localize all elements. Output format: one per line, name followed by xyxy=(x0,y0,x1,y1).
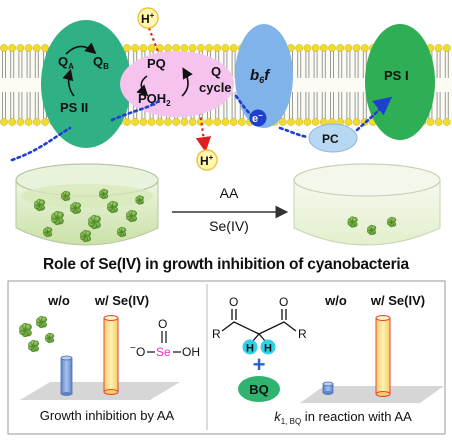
svg-text:O: O xyxy=(136,345,145,359)
right-w-label: w/ Se(IV) xyxy=(370,293,425,308)
svg-text:H+: H+ xyxy=(141,11,155,26)
cytochrome-b6f: b6f xyxy=(235,24,293,128)
svg-text:O: O xyxy=(158,317,167,331)
qa-to-qb-arrow xyxy=(65,42,97,55)
q-cycle-label: Q xyxy=(211,64,221,79)
svg-text:H+: H+ xyxy=(200,153,214,168)
reagent-aa-label: AA xyxy=(220,185,239,201)
svg-text:QA: QA xyxy=(58,54,74,71)
right-panel: O O R R H H + BQ w/o w/ Se(IV) k1, xyxy=(212,293,444,426)
photosystem-ii: QA QB PS II xyxy=(41,20,131,148)
pq-label: PQ xyxy=(147,56,166,71)
svg-text:O: O xyxy=(279,295,288,309)
electron-badge: e− xyxy=(249,109,267,127)
selenite-structure: − O Se O OH xyxy=(130,317,200,359)
svg-text:OH: OH xyxy=(182,345,200,359)
cycle-label: cycle xyxy=(199,80,232,95)
svg-text:QB: QB xyxy=(93,54,109,71)
left-panel: w/o w/ Se(IV) − O Se O OH Growth xyxy=(19,293,200,423)
svg-text:H: H xyxy=(264,343,272,355)
right-floor xyxy=(300,386,444,403)
right-blue-bar xyxy=(322,381,334,395)
svg-text:b6f: b6f xyxy=(250,67,271,85)
left-blue-bar xyxy=(60,355,73,396)
dish-left xyxy=(15,163,159,246)
reaction-arrow: AA Se(IV) xyxy=(172,185,289,234)
svg-text:−: − xyxy=(130,343,136,354)
ps1-label: PS I xyxy=(384,68,409,83)
svg-text:H: H xyxy=(246,343,254,355)
reagent-se-label: Se(IV) xyxy=(209,218,249,234)
svg-text:R: R xyxy=(212,327,221,341)
pq-cycle-arrow-left xyxy=(136,75,149,97)
bottom-panel-frame xyxy=(7,280,446,435)
left-floor xyxy=(20,382,180,400)
svg-text:O: O xyxy=(229,295,238,309)
svg-text:BQ: BQ xyxy=(249,382,269,397)
dish-right xyxy=(293,163,441,246)
pc-label: PC xyxy=(322,132,339,146)
left-caption: Growth inhibition by AA xyxy=(40,408,175,423)
right-caption: k1, BQ in reaction with AA xyxy=(274,409,412,426)
hydrogen-atom-right: H xyxy=(260,339,276,355)
left-yellow-bar xyxy=(103,315,119,395)
bq-badge: BQ xyxy=(238,376,280,402)
proton-bottom: H+ xyxy=(196,149,218,171)
figure-title: Role of Se(IV) in growth inhibition of c… xyxy=(43,256,409,273)
photosystem-i: PS I xyxy=(365,24,435,140)
plus-sign: + xyxy=(253,352,266,377)
ps2-to-qa-arrow xyxy=(62,68,75,97)
pq-cycle-arrow-right xyxy=(181,67,193,97)
plastocyanin: PC xyxy=(308,123,358,153)
left-wo-label: w/o xyxy=(47,293,70,308)
svg-text:R: R xyxy=(298,327,307,341)
left-w-label: w/ Se(IV) xyxy=(94,293,149,308)
selenium-atom: Se xyxy=(156,345,171,359)
pq-pool: PQ PQH2 Q cycle xyxy=(120,51,234,117)
proton-top: H+ xyxy=(137,7,159,29)
right-yellow-bar xyxy=(375,315,391,397)
right-wo-label: w/o xyxy=(324,293,347,308)
hydrogen-atom-left: H xyxy=(242,339,258,355)
proton-path-out xyxy=(195,111,212,153)
electron-arrowhead-end xyxy=(372,96,393,116)
electron-path xyxy=(10,94,386,162)
ps2-label: PS II xyxy=(60,100,88,115)
svg-text:e−: e− xyxy=(252,111,263,125)
